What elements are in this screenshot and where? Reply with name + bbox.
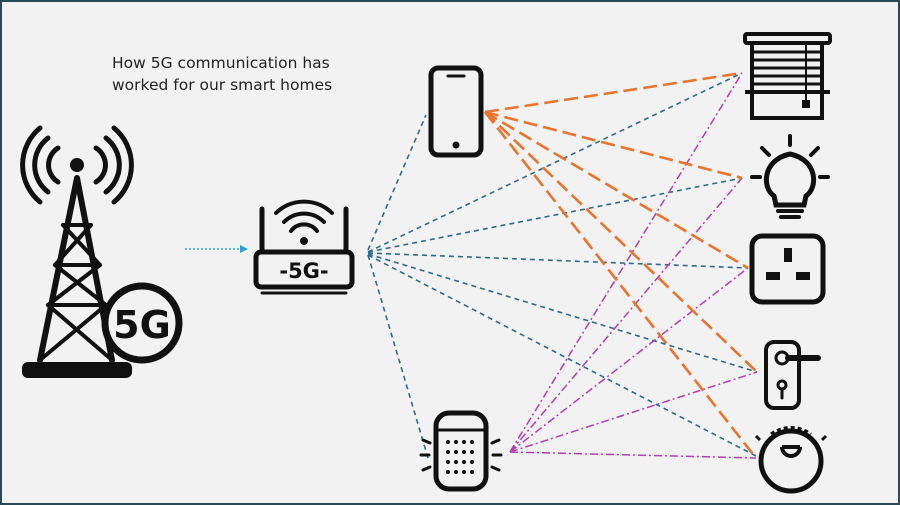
robot-vacuum-icon	[754, 426, 828, 494]
connection-lines	[185, 71, 758, 459]
light-bulb-icon	[750, 134, 830, 219]
tower-badge-text: 5G	[113, 303, 171, 347]
tower-uplink-arrowhead	[240, 245, 248, 253]
speaker-to-blinds-link	[509, 72, 743, 453]
caption-line-2: worked for our smart homes	[112, 76, 333, 94]
router-to-phone-link	[367, 114, 427, 251]
router-to-lock-link	[367, 253, 758, 373]
router-to-vacuum-link	[367, 254, 757, 457]
diagram-caption: How 5G communication has worked for our …	[112, 52, 382, 96]
router-to-bulb-link	[367, 177, 743, 253]
router-to-blinds-link	[367, 72, 743, 253]
phone-to-bulb-link	[484, 110, 743, 180]
door-lock-icon	[764, 340, 821, 410]
power-socket-icon	[749, 233, 826, 305]
router-to-speaker-link	[367, 254, 429, 459]
speaker-to-vacuum-link	[509, 451, 757, 459]
speaker-to-bulb-link	[509, 177, 743, 453]
speaker-to-lock-link	[509, 371, 758, 453]
smart-speaker-icon	[419, 410, 503, 492]
phone-to-lock-link	[484, 111, 758, 373]
caption-line-1: How 5G communication has	[112, 54, 330, 72]
window-blinds-icon	[743, 32, 832, 120]
phone-to-vacuum-link	[483, 111, 758, 459]
speaker-to-socket-link	[509, 267, 749, 453]
smartphone-icon	[428, 65, 484, 158]
cell-tower-5g-icon: 5G	[20, 125, 183, 378]
wifi-router-5g-icon: -5G-	[253, 199, 355, 295]
phone-to-blinds-link	[484, 71, 743, 114]
router-label-text: -5G-	[279, 259, 328, 283]
router-to-socket-link	[367, 252, 749, 269]
phone-to-socket-link	[484, 110, 749, 270]
